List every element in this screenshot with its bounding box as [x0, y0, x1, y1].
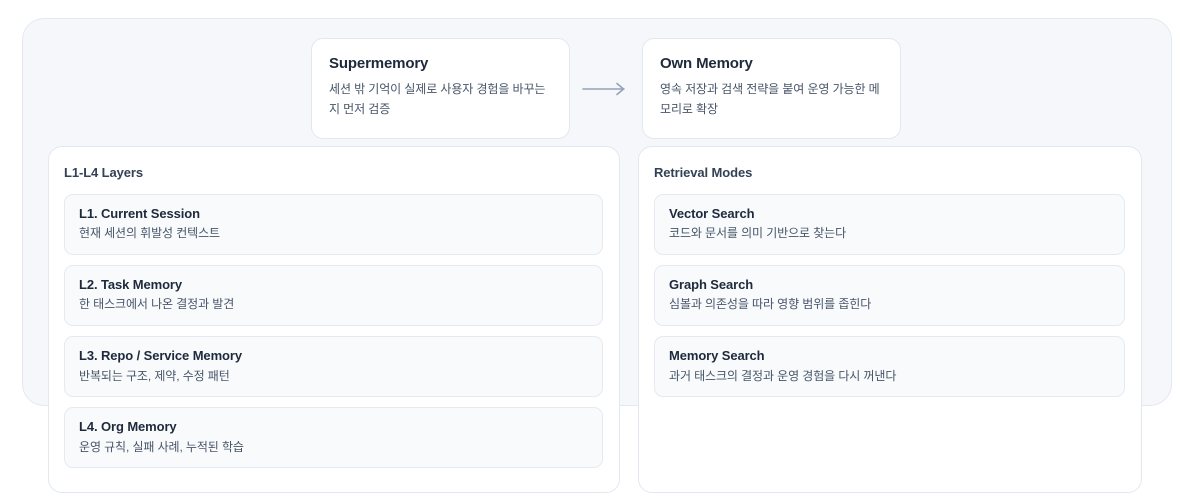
flow-card-description: 영속 저장과 검색 전략을 붙여 운영 가능한 메모리로 확장 [660, 82, 880, 116]
list-item-description: 심볼과 의존성을 따라 영향 범위를 좁힌다 [669, 297, 872, 312]
column-heading: Retrieval Modes [654, 165, 753, 180]
list-item[interactable]: L1. Current Session 현재 세션의 휘발성 컨텍스트 [64, 193, 603, 255]
flow-row: Supermemory 세션 밖 기억이 실제로 사용자 경험을 바꾸는지 먼저… [311, 38, 901, 139]
columns-row: L1-L4 Layers L1. Current Session 현재 세션의 … [48, 146, 1142, 493]
list-item-title: Graph Search [669, 276, 754, 292]
list-item-title: L2. Task Memory [79, 276, 183, 292]
flow-card-title: Own Memory [660, 55, 753, 72]
flow-card-title: Supermemory [329, 55, 429, 72]
list-item-description: 과거 태스크의 결정과 운영 경험을 다시 꺼낸다 [669, 368, 897, 383]
column-heading: L1-L4 Layers [64, 165, 144, 180]
flow-card-description: 세션 밖 기억이 실제로 사용자 경험을 바꾸는지 먼저 검증 [329, 82, 546, 116]
list-item[interactable]: L3. Repo / Service Memory 반복되는 구조, 제약, 수… [64, 335, 603, 398]
list-item[interactable]: L2. Task Memory 한 태스크에서 나온 결정과 발견 [64, 264, 603, 326]
arrow-right-icon [570, 38, 642, 139]
list-item-description: 코드와 문서를 의미 기반으로 찾는다 [669, 226, 847, 241]
list-item[interactable]: Graph Search 심볼과 의존성을 따라 영향 범위를 좁힌다 [654, 264, 1125, 326]
list-item-title: Memory Search [669, 347, 765, 363]
column-panel-retrieval-modes: Retrieval Modes Vector Search 코드와 문서를 의미… [638, 146, 1142, 493]
list-item-title: L1. Current Session [79, 205, 200, 221]
column-panel-layers: L1-L4 Layers L1. Current Session 현재 세션의 … [48, 146, 620, 493]
list-item[interactable]: Memory Search 과거 태스크의 결정과 운영 경험을 다시 꺼낸다 [654, 335, 1125, 398]
list-item[interactable]: L4. Org Memory 운영 규칙, 실패 사례, 누적된 학습 [64, 407, 603, 469]
list-item-description: 반복되는 구조, 제약, 수정 패턴 [79, 368, 230, 383]
list-item[interactable]: Vector Search 코드와 문서를 의미 기반으로 찾는다 [654, 193, 1125, 255]
flow-card-supermemory[interactable]: Supermemory 세션 밖 기억이 실제로 사용자 경험을 바꾸는지 먼저… [311, 38, 570, 139]
list-item-description: 한 태스크에서 나온 결정과 발견 [79, 297, 235, 312]
list-item-title: L3. Repo / Service Memory [79, 347, 242, 363]
list-item-description: 운영 규칙, 실패 사례, 누적된 학습 [79, 439, 244, 454]
list-item-description: 현재 세션의 휘발성 컨텍스트 [79, 226, 220, 241]
list-item-title: Vector Search [669, 205, 755, 221]
list-item-title: L4. Org Memory [79, 419, 177, 435]
flow-card-own-memory[interactable]: Own Memory 영속 저장과 검색 전략을 붙여 운영 가능한 메모리로 … [642, 38, 901, 139]
